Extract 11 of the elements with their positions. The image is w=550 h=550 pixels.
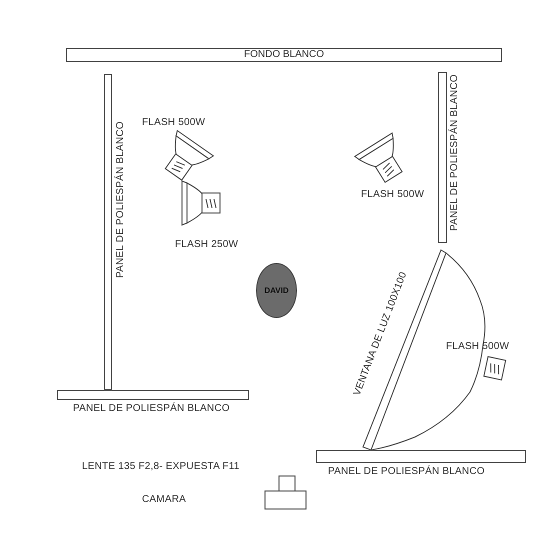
- camera-label: CAMARA: [142, 495, 186, 505]
- panel-label: PANEL DE POLIESPÁN BLANCO: [116, 120, 126, 280]
- panel-label: PANEL DE POLIESPÁN BLANCO: [328, 467, 485, 477]
- subject-oval: DAVID: [256, 263, 297, 318]
- flash-label: FLASH 500W: [361, 190, 424, 200]
- lens-label: LENTE 135 F2,8- EXPUESTA F11: [82, 462, 240, 472]
- flash-label: FLASH 500W: [142, 118, 206, 128]
- panel-label: FONDO BLANCO: [244, 50, 324, 60]
- panel-label: PANEL DE POLIESPÁN BLANCO: [73, 404, 230, 414]
- flash-label: FLASH 250W: [175, 240, 238, 250]
- panel-label: PANEL DE POLIESPÁN BLANCO: [450, 73, 460, 233]
